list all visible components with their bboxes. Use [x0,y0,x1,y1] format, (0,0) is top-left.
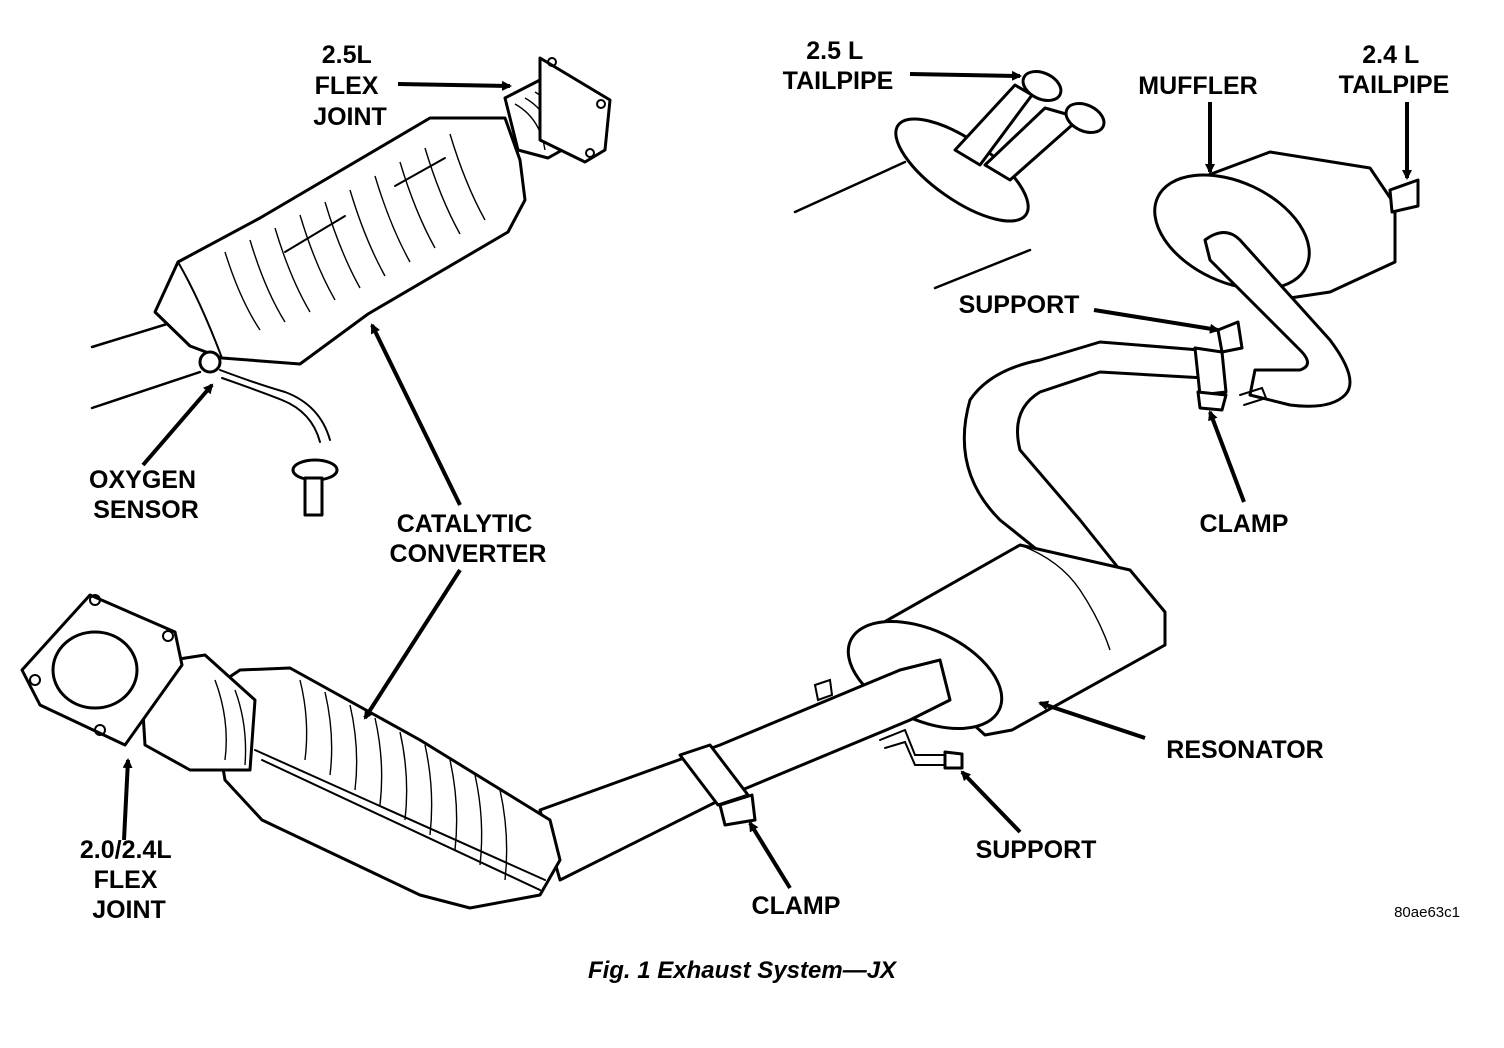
label-support-front: SUPPORT [976,836,1097,864]
label-clamp-front: CLAMP [752,892,841,920]
label-clamp-rear: CLAMP [1200,510,1289,538]
front-pipe [538,658,952,882]
label-flex-joint-2024: 2.0/2.4L FLEX JOINT [80,836,178,924]
support-rear-bracket [1216,320,1244,354]
muffler-detail [1153,150,1420,408]
support-front-bracket [813,678,964,770]
part-labels: 2.5L FLEX JOINT OXYGEN SENSOR CATALYTIC … [80,37,1449,924]
catalytic-converter-main [208,666,562,910]
main-exhaust-assembly [20,340,1228,910]
clamp-front [678,743,757,827]
flange-25 [538,56,612,164]
label-resonator: RESONATOR [1166,736,1323,764]
figure-caption: Fig. 1 Exhaust System—JX [588,957,898,984]
clamp-rear [1193,346,1228,412]
oxygen-sensor [198,350,339,517]
reference-code: 80ae63c1 [1394,904,1460,921]
label-tailpipe-24: 2.4 L TAILPIPE [1339,41,1450,99]
label-tailpipe-25: 2.5 L TAILPIPE [783,37,894,95]
label-support-rear: SUPPORT [959,291,1080,319]
callout-arrows [122,70,1412,890]
label-muffler: MUFFLER [1138,72,1257,100]
muffler-inlet-pipe [1203,231,1352,408]
label-oxygen-sensor: OXYGEN SENSOR [89,466,203,524]
label-catalytic-converter: CATALYTIC CONVERTER [390,510,547,568]
tailpipe-25-detail [793,69,1106,290]
label-flex-joint-25: 2.5L FLEX JOINT [313,41,387,131]
intermediate-pipe [962,340,1207,572]
catalytic-converter-25-detail [90,56,612,517]
